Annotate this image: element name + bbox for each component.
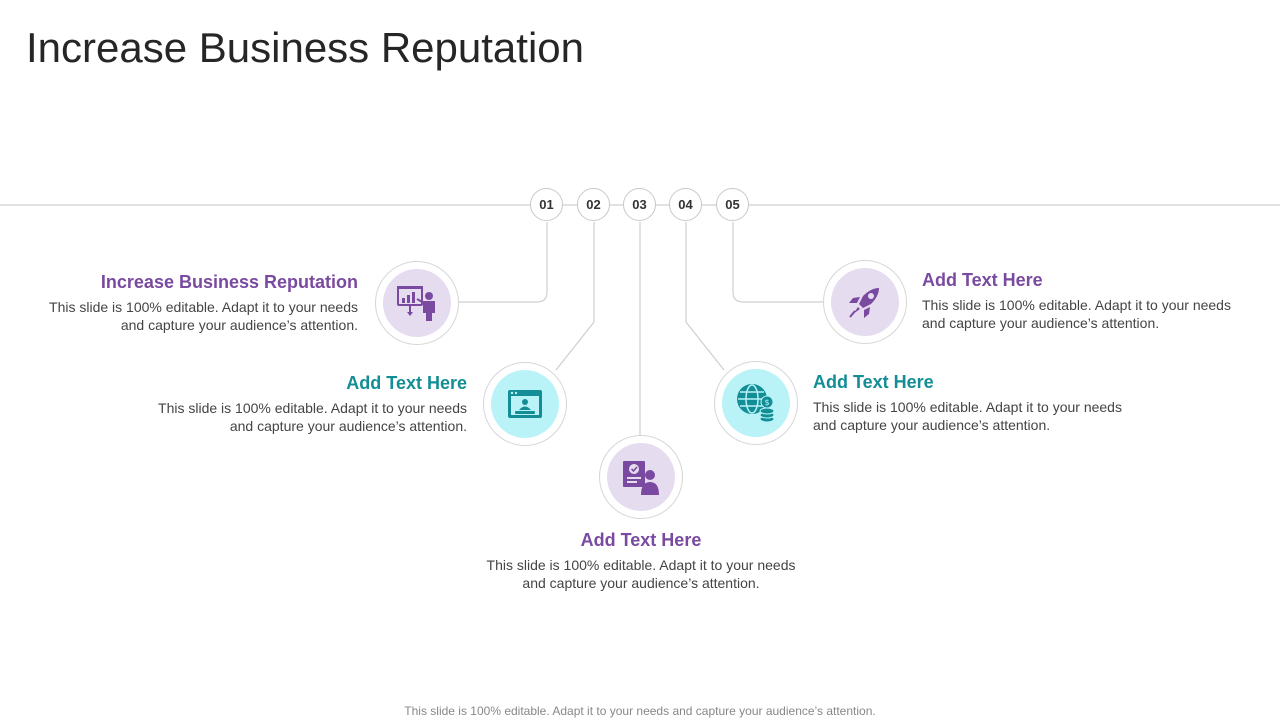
page-title: Increase Business Reputation <box>26 24 584 71</box>
connector-02 <box>555 222 595 371</box>
step-badge-04: 04 <box>669 188 702 221</box>
step-04-heading: Add Text Here <box>813 372 934 392</box>
step-02-ring <box>483 362 567 446</box>
step-01-text: Increase Business Reputation This slide … <box>38 272 358 334</box>
certified-person-icon <box>623 461 659 495</box>
step-badge-01: 01 <box>530 188 563 221</box>
step-02-text: Add Text Here This slide is 100% editabl… <box>147 373 467 435</box>
step-03-text: Add Text Here This slide is 100% editabl… <box>481 530 801 592</box>
step-badge-02: 02 <box>577 188 610 221</box>
step-04-ring: $ <box>714 361 798 445</box>
step-01-description: This slide is 100% editable. Adapt it to… <box>49 299 358 333</box>
step-04-description: This slide is 100% editable. Adapt it to… <box>813 399 1122 433</box>
step-03-ring <box>599 435 683 519</box>
step-05-description: This slide is 100% editable. Adapt it to… <box>922 297 1231 331</box>
connector-04 <box>685 222 725 371</box>
connector-01 <box>458 222 548 303</box>
rocket-icon <box>849 288 879 318</box>
presentation-icon <box>397 286 435 321</box>
step-02-description: This slide is 100% editable. Adapt it to… <box>158 400 467 434</box>
step-01-ring <box>375 261 459 345</box>
svg-text:$: $ <box>764 398 769 407</box>
connector-05 <box>732 222 824 303</box>
step-04-text: Add Text Here This slide is 100% editabl… <box>813 372 1133 434</box>
globe-coins-icon: $ <box>737 384 775 423</box>
step-badge-03: 03 <box>623 188 656 221</box>
step-05-text: Add Text Here This slide is 100% editabl… <box>922 270 1242 332</box>
login-window-icon <box>508 390 542 418</box>
step-05-ring <box>823 260 907 344</box>
step-01-heading: Increase Business Reputation <box>100 272 358 292</box>
step-02-heading: Add Text Here <box>346 373 467 393</box>
step-badge-05: 05 <box>716 188 749 221</box>
footer-note: This slide is 100% editable. Adapt it to… <box>404 704 876 718</box>
step-03-heading: Add Text Here <box>580 530 702 550</box>
step-05-heading: Add Text Here <box>922 270 1043 290</box>
step-03-description: This slide is 100% editable. Adapt it to… <box>486 557 796 591</box>
